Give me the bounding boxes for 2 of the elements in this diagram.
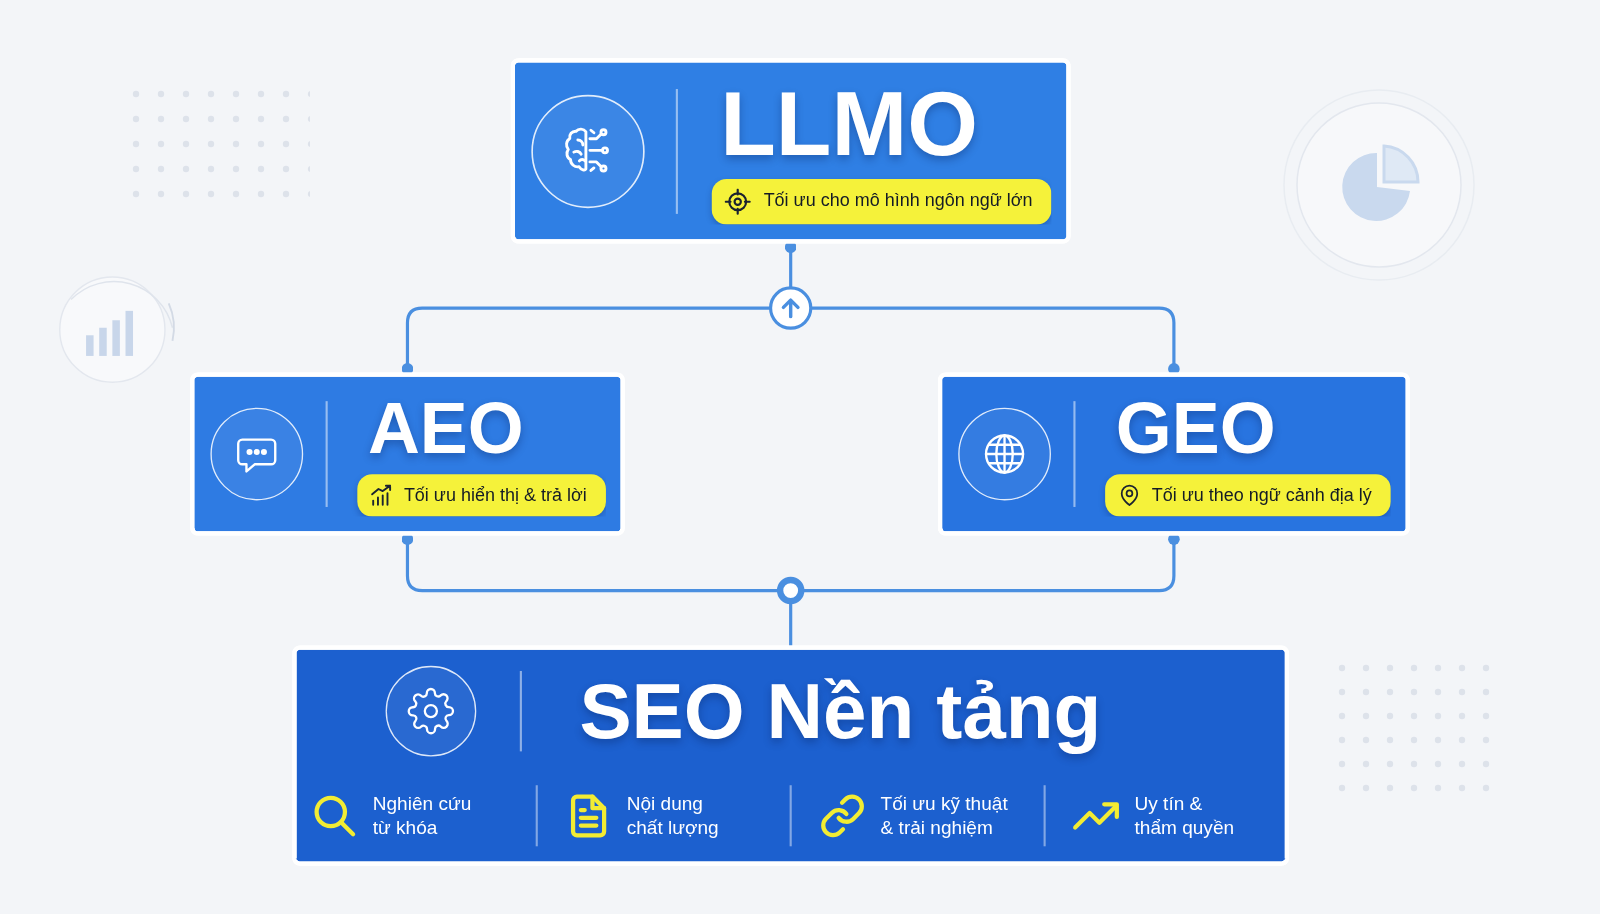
node-circle: [776, 576, 805, 605]
node-circle: [769, 286, 813, 330]
